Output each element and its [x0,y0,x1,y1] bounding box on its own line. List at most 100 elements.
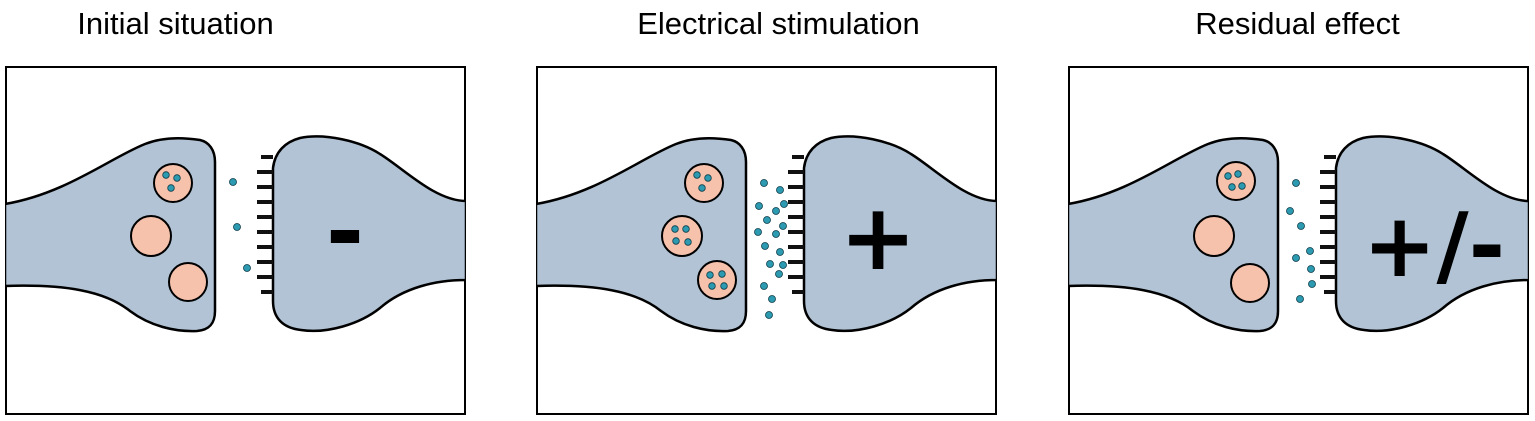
synapse-diagram-initial: - [5,66,466,415]
receptor [1320,170,1336,174]
receptor [1324,155,1336,159]
cleft-transmitter [1308,280,1316,288]
receptor-group [788,155,804,294]
receptor [1320,215,1336,219]
cleft-transmitter [243,264,251,272]
receptor [792,290,804,294]
postsynaptic-terminal [271,135,466,333]
cleft-transmitters [1286,179,1316,303]
receptor [257,275,273,279]
vesicle-transmitter [706,271,714,279]
postsynaptic-terminal [802,135,997,333]
receptor [788,200,804,204]
vesicle-transmitter [1228,183,1236,191]
vesicle-transmitter [708,282,716,290]
cleft-transmitters [754,179,788,319]
cleft-transmitter [1292,179,1300,187]
polarity-sign: +/- [1363,194,1505,297]
vesicle-transmitter [684,238,692,246]
vesicle-transmitter [720,282,728,290]
synapse-panel-electrical-stimulation: + [536,66,997,415]
vesicle-transmitter [1234,170,1242,178]
polarity-sign: - [326,178,364,285]
vesicle-transmitter [1224,172,1232,180]
cleft-transmitter [776,248,784,256]
vesicle-transmitter [671,225,679,233]
receptor [788,260,804,264]
vesicle-1 [661,215,703,257]
receptor [257,200,273,204]
cleft-transmitter [766,260,774,268]
vesicle-transmitter [672,237,680,245]
vesicle-transmitter [718,270,726,278]
cleft-transmitter [776,186,784,194]
receptor [1320,275,1336,279]
receptor [1324,290,1336,294]
cleft-transmitter [1292,254,1300,262]
receptor [261,290,273,294]
vesicle-1 [1193,215,1235,257]
vesicle-transmitter [167,184,175,192]
receptor [792,155,804,159]
cleft-transmitter [779,222,787,230]
synapse-diagram-stimulation: + [536,66,997,415]
vesicle-1 [130,215,172,257]
receptor [1320,200,1336,204]
receptor [788,215,804,219]
polarity-sign: + [839,184,916,291]
vesicle-0 [153,163,193,203]
receptor [788,230,804,234]
cleft-transmitter [779,261,787,269]
vesicle-2 [168,262,208,302]
cleft-transmitter [772,230,780,238]
receptor [257,170,273,174]
receptor-group [1320,155,1336,294]
postsynaptic-terminal [1334,135,1529,333]
synapse-diagram-residual: +/- [1068,66,1529,415]
receptor [1320,230,1336,234]
cleft-transmitter [765,311,773,319]
cleft-transmitter [760,282,768,290]
cleft-transmitter [768,295,776,303]
vesicle-2 [697,260,737,300]
panel-title-electrical-stimulation: Electrical stimulation [637,6,920,41]
receptor [257,260,273,264]
panel-title-residual-effect: Residual effect [1195,6,1400,41]
cleft-transmitter [755,202,763,210]
vesicle-transmitter [173,174,181,182]
cleft-transmitter [1296,295,1304,303]
receptor [788,170,804,174]
receptor [257,215,273,219]
cleft-transmitter [1306,247,1314,255]
vesicle-transmitter [693,171,701,179]
receptor [788,185,804,189]
receptor [1320,245,1336,249]
cleft-transmitters [229,178,251,272]
vesicle-transmitter [704,174,712,182]
receptor [1320,260,1336,264]
cleft-transmitter [772,207,780,215]
cleft-transmitter [760,179,768,187]
vesicle-0 [1216,161,1256,201]
cleft-transmitter [233,223,241,231]
panel-title-initial-situation: Initial situation [77,6,274,41]
receptor [788,275,804,279]
cleft-transmitter [775,270,783,278]
receptor [1320,185,1336,189]
receptor [788,245,804,249]
vesicle-transmitter [162,171,170,179]
vesicle-transmitter [698,184,706,192]
cleft-transmitter [1297,222,1305,230]
cleft-transmitter [229,178,237,186]
vesicle-0 [684,163,724,203]
receptor [257,245,273,249]
receptor [261,155,273,159]
cleft-transmitter [1307,265,1315,273]
vesicle-transmitter [1238,182,1246,190]
cleft-transmitter [761,242,769,250]
vesicle-transmitter [682,225,690,233]
synapse-panel-residual-effect: +/- [1068,66,1529,415]
receptor [257,185,273,189]
vesicle-2 [1230,263,1270,303]
cleft-transmitter [1286,207,1294,215]
